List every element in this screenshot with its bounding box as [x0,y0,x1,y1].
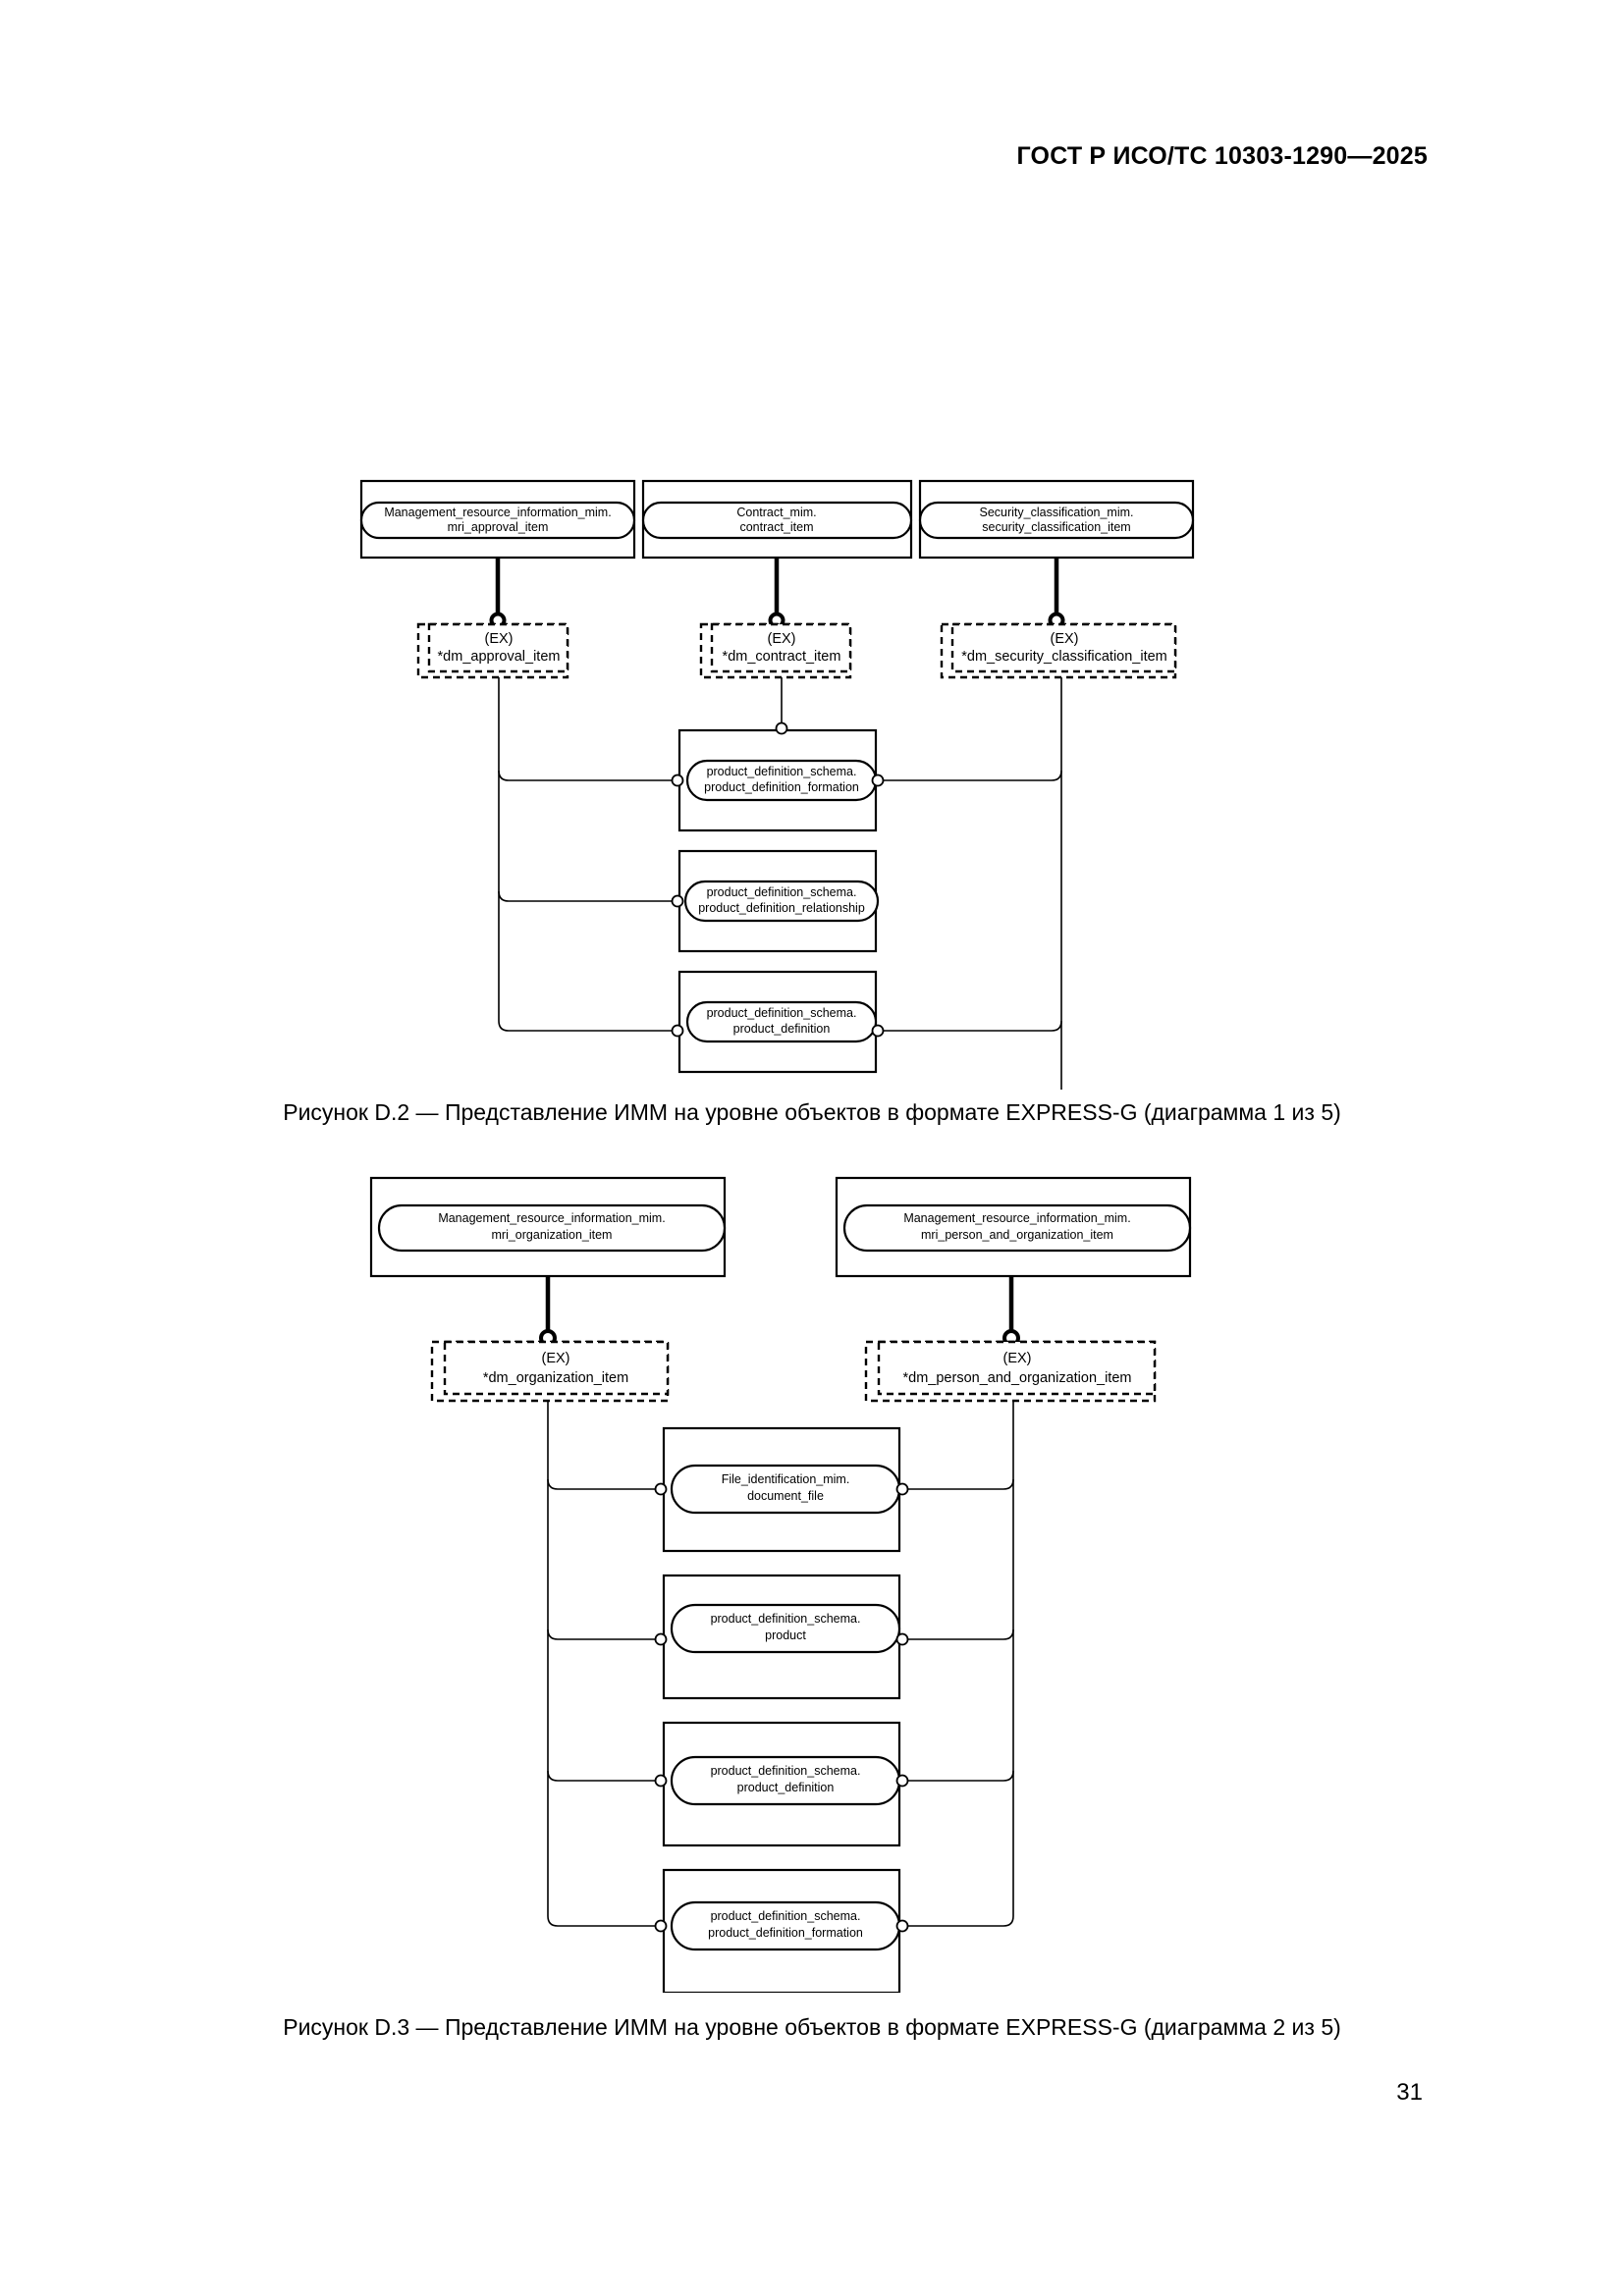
select-type-dm-organization-item: (EX) *dm_organization_item [430,1340,670,1403]
entity-line-2: mri_person_and_organization_item [921,1228,1113,1242]
entity-line-2: security_classification_item [982,520,1130,534]
entity-line-2: contract_item [739,520,813,534]
relation-organization-to-formation [547,1401,658,1927]
relation-circle-product-definition-right [895,1774,909,1788]
ex-line-2: *dm_person_and_organization_item [903,1370,1132,1386]
figure-d3-diagram: Management_resource_information_mim. mri… [0,1158,1624,1993]
entity-document-file: File_identification_mim. document_file [662,1426,901,1553]
relation-circle-formation-top [775,721,788,735]
entity-product-definition-relationship: product_definition_schema. product_defin… [677,849,880,953]
relation-security-to-product-definition [882,1020,1062,1032]
entity-product-definition-formation: product_definition_schema. product_defin… [677,728,878,832]
relation-organization-to-product-definition [547,1770,658,1782]
entity-line-1: product_definition_schema. [707,885,857,899]
relation-circle-formation-right [871,774,885,787]
entity-line-2: document_file [747,1489,824,1503]
relation-circle-document-file-left [654,1482,668,1496]
ex-line-2: *dm_contract_item [723,649,841,665]
express-g-diagram-2: Management_resource_information_mim. mri… [369,1176,1192,1993]
ex-line-2: *dm_approval_item [438,649,561,665]
relation-circle-product-definition-right [871,1024,885,1038]
entity-product-definition: product_definition_schema. product_defin… [662,1721,901,1847]
relation-circle-relationship-left [671,894,684,908]
relation-security-to-formation [882,770,1062,781]
ex-line-1: (EX) [542,1351,570,1366]
relation-approval-to-formation [498,770,674,781]
ex-line-1: (EX) [1003,1351,1032,1366]
top-entity-person-and-organization-item: Management_resource_information_mim. mri… [835,1176,1192,1278]
entity-line-1: Management_resource_information_mim. [438,1211,665,1225]
top-entity-security-classification-item: Security_classification_mim. security_cl… [918,479,1195,560]
entity-product-definition: product_definition_schema. product_defin… [677,970,878,1074]
select-type-dm-person-and-organization-item: (EX) *dm_person_and_organization_item [864,1340,1157,1403]
entity-line-2: product_definition [737,1781,835,1794]
ex-line-2: *dm_organization_item [483,1370,628,1386]
relation-organization-to-document-file [547,1478,658,1490]
entity-product: product_definition_schema. product [662,1574,901,1700]
entity-line-2: product_definition [733,1022,831,1036]
relation-approval-to-relationship [498,890,674,902]
relation-circle-formation-left [654,1919,668,1933]
entity-line-2: product_definition_relationship [698,901,865,915]
relation-circle-formation-left [671,774,684,787]
relation-circle-product-right [895,1632,909,1646]
entity-line-2: product_definition_formation [708,1926,863,1940]
relation-person-organization-to-document-file [905,1478,1014,1490]
entity-line-2: product_definition_formation [704,780,859,794]
entity-line-1: product_definition_schema. [711,1764,861,1778]
select-type-dm-security-classification-item: (EX) *dm_security_classification_item [940,622,1177,679]
ex-line-1: (EX) [768,631,796,647]
page-number: 31 [1396,2079,1423,2106]
relation-approval-to-product-definition [498,677,674,1032]
figure-d3-caption: Рисунок D.3 — Представление ИММ на уровн… [283,2014,1341,2040]
relation-circle-formation-right [895,1919,909,1933]
ex-line-1: (EX) [485,631,514,647]
entity-line-1: Management_resource_information_mim. [903,1211,1130,1225]
entity-line-2: mri_organization_item [492,1228,613,1242]
document-header: ГОСТ Р ИСО/ТС 10303-1290—2025 [1016,142,1428,170]
relation-person-organization-to-formation [905,1401,1014,1927]
entity-line-1: product_definition_schema. [707,765,857,778]
ex-line-1: (EX) [1051,631,1079,647]
ex-line-2: *dm_security_classification_item [961,649,1167,665]
top-entity-approval-item: Management_resource_information_mim. mri… [359,479,636,560]
entity-line-1: product_definition_schema. [707,1006,857,1020]
entity-line-1: product_definition_schema. [711,1909,861,1923]
relation-organization-to-product [547,1629,658,1640]
relation-person-organization-to-product [905,1629,1014,1640]
entity-line-1: Management_resource_information_mim. [384,506,611,519]
entity-line-2: product [765,1629,806,1642]
entity-line-1: product_definition_schema. [711,1612,861,1626]
top-entity-contract-item: Contract_mim. contract_item [641,479,913,560]
figure-d2-diagram: Management_resource_information_mim. mri… [0,236,1624,1090]
express-g-diagram-1: Management_resource_information_mim. mri… [359,479,1195,1090]
entity-product-definition-formation: product_definition_schema. product_defin… [662,1868,901,1993]
relation-security-to-document-file [1060,677,1062,1090]
entity-line-1: Security_classification_mim. [980,506,1134,519]
select-type-dm-contract-item: (EX) *dm_contract_item [699,622,852,679]
select-type-dm-approval-item: (EX) *dm_approval_item [416,622,569,679]
relation-circle-product-definition-left [654,1774,668,1788]
entity-line-1: Contract_mim. [736,506,816,519]
relation-circle-product-left [654,1632,668,1646]
entity-line-1: File_identification_mim. [722,1472,850,1486]
entity-line-2: mri_approval_item [448,520,549,534]
figure-d2-caption: Рисунок D.2 — Представление ИММ на уровн… [283,1099,1341,1125]
relation-circle-document-file-right [895,1482,909,1496]
relation-person-organization-to-product-definition [905,1770,1014,1782]
top-entity-organization-item: Management_resource_information_mim. mri… [369,1176,727,1278]
relation-circle-product-definition-left [671,1024,684,1038]
